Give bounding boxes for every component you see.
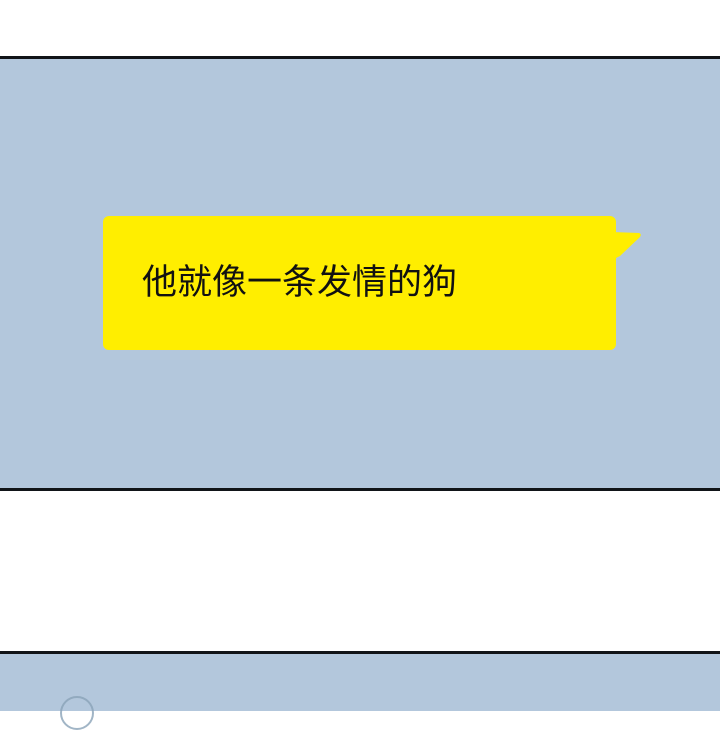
speech-bubble-tail-icon — [612, 232, 641, 260]
avatar-partial-icon — [60, 696, 94, 730]
chat-message-text: 他就像一条发情的狗 — [142, 263, 458, 303]
comic-panel-next — [0, 651, 720, 711]
middle-gutter — [0, 491, 720, 651]
chat-message-bubble — [103, 216, 616, 350]
top-gutter — [0, 0, 720, 56]
